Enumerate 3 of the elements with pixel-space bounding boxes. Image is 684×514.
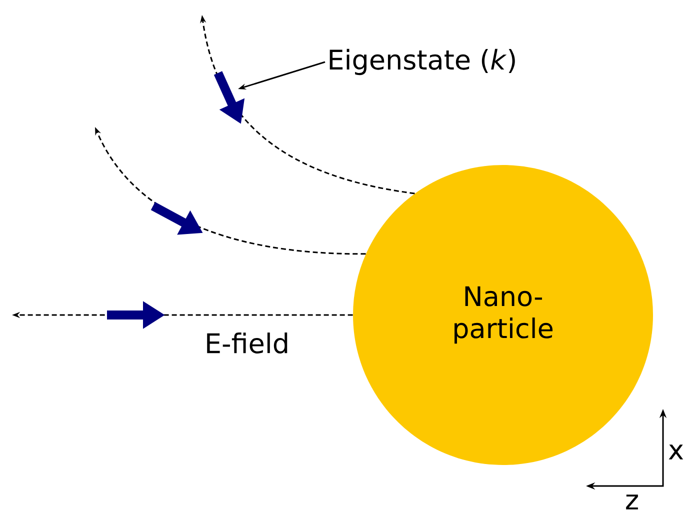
axis-label: z — [626, 494, 638, 510]
callout-text: Eigenstate (k) — [330, 48, 515, 76]
edge-label: E-field — [207, 332, 288, 354]
